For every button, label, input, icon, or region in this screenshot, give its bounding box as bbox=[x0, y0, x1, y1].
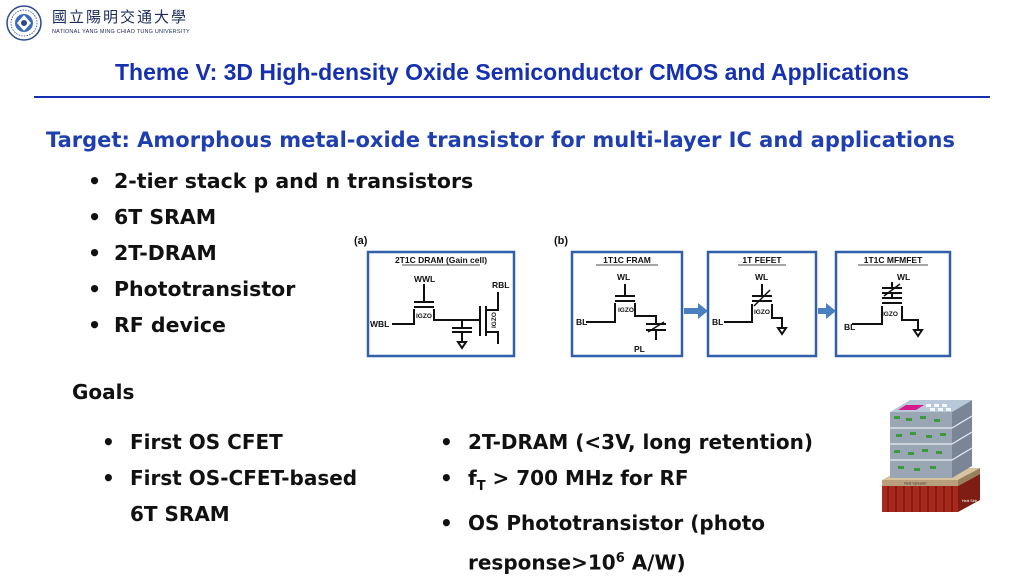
bullet-text: > 700 MHz for RF bbox=[485, 466, 689, 490]
list-item: • First OS CFET bbox=[102, 424, 357, 460]
bullet-text: 6T SRAM bbox=[114, 205, 217, 229]
list-item: • 6T SRAM bbox=[88, 204, 473, 240]
university-name-chinese: 國立陽明交通大學 bbox=[52, 8, 189, 26]
list-item: • 2T-DRAM bbox=[88, 240, 473, 276]
fefet-schematic bbox=[724, 284, 788, 336]
list-item: • Phototransistor bbox=[88, 276, 473, 312]
igzo-label: IGZO bbox=[754, 309, 770, 316]
bullet-text: response>10 bbox=[468, 550, 616, 575]
goals-right-list: • 2T-DRAM (<3V, long retention) • fT > 700… bbox=[440, 424, 813, 581]
bullet-text: 2-tier stack p and n transistors bbox=[114, 169, 474, 193]
wl-label: WL bbox=[755, 272, 768, 282]
fram-schematic bbox=[586, 284, 666, 340]
memory-cell-circuit-diagram: (a) (b) 2T1C DRAM (Gain cell) 1T1C FRAM … bbox=[354, 235, 952, 358]
bl-label: BL bbox=[712, 317, 723, 327]
device-layers bbox=[890, 400, 973, 478]
title-underline bbox=[34, 96, 990, 98]
heat-spreader-caption: Heat Spreader bbox=[904, 482, 928, 486]
bullet-icon: • bbox=[88, 205, 102, 229]
superscript: 6 bbox=[615, 551, 625, 566]
pl-label: PL bbox=[634, 344, 645, 354]
target-statement: Target: Amorphous metal-oxide transistor… bbox=[46, 128, 956, 152]
university-name-english: NATIONAL YANG MING CHIAO TUNG UNIVERSITY bbox=[52, 29, 190, 35]
bl-label: BL bbox=[576, 317, 587, 327]
wwl-label: WWL bbox=[414, 274, 435, 284]
bullet-text: 2T-DRAM bbox=[114, 241, 217, 265]
label-b: (b) bbox=[554, 235, 568, 247]
rbl-label: RBL bbox=[492, 280, 509, 290]
bullet-text: Phototransistor bbox=[114, 277, 296, 301]
list-item: • 2-tier stack p and n transistors bbox=[88, 168, 473, 204]
bullet-icon: • bbox=[440, 430, 453, 454]
bullet-text: 6T SRAM bbox=[130, 502, 230, 526]
bullet-icon: • bbox=[102, 430, 115, 454]
list-item: • fT > 700 MHz for RF bbox=[440, 460, 813, 505]
list-item: • RF device bbox=[88, 312, 473, 348]
bullet-text: A/W) bbox=[624, 550, 686, 575]
list-item: • First OS-CFET-based bbox=[102, 460, 357, 496]
fefet-title: 1T FEFET bbox=[742, 255, 782, 265]
panel-dram bbox=[366, 250, 516, 358]
subscript: T bbox=[476, 479, 486, 494]
panel-fefet bbox=[706, 250, 818, 358]
igzo-label: IGZO bbox=[882, 311, 898, 318]
label-a: (a) bbox=[354, 235, 368, 247]
list-item: • 2T-DRAM (<3V, long retention) bbox=[440, 424, 813, 460]
heat-sink-caption: Heat Sink bbox=[962, 499, 977, 503]
bullet-icon: • bbox=[440, 511, 453, 535]
bullet-icon: • bbox=[88, 169, 102, 193]
bullet-text: First OS-CFET-based bbox=[130, 466, 358, 490]
igzo-label: IGZO bbox=[618, 307, 634, 314]
bullet-text: f bbox=[468, 466, 477, 490]
bullet-text: OS Phototransistor (photo bbox=[468, 511, 765, 535]
list-item-continuation: 6T SRAM bbox=[102, 496, 357, 532]
bullet-icon: • bbox=[102, 466, 115, 490]
igzo-label: IGZO bbox=[416, 313, 432, 320]
bullet-icon: • bbox=[88, 277, 102, 301]
panel-fram bbox=[570, 250, 684, 358]
goals-heading: Goals bbox=[72, 380, 135, 404]
dram-schematic bbox=[392, 284, 499, 350]
list-item-continuation: response>106 A/W) bbox=[440, 541, 813, 581]
wl-label: WL bbox=[617, 272, 630, 282]
wbl-label: WBL bbox=[370, 319, 389, 329]
igzo-label: IGZO bbox=[491, 312, 498, 328]
university-logo bbox=[6, 5, 42, 41]
bullet-text: RF device bbox=[114, 313, 226, 337]
bl-label: BL bbox=[844, 322, 855, 332]
mfmfet-schematic bbox=[852, 282, 924, 338]
mfmfet-title: 1T1C MFMFET bbox=[864, 255, 923, 265]
target-bullet-list: • 2-tier stack p and n transistors • 6T SR… bbox=[88, 168, 473, 348]
list-item: • OS Phototransistor (photo bbox=[440, 505, 813, 541]
bullet-icon: • bbox=[440, 466, 453, 490]
goals-left-list: • First OS CFET • First OS-CFET-based 6T S… bbox=[102, 424, 357, 532]
bullet-icon: • bbox=[88, 241, 102, 265]
bullet-text: 2T-DRAM (<3V, long retention) bbox=[468, 430, 813, 454]
3d-stacked-chip-illustration: Heat Spreader Heat Sink bbox=[882, 400, 980, 512]
slide-title: Theme V: 3D High-density Oxide Semicondu… bbox=[114, 59, 910, 85]
wl-label: WL bbox=[897, 272, 910, 282]
bullet-text: First OS CFET bbox=[130, 430, 283, 454]
dram-title: 2T1C DRAM (Gain cell) bbox=[395, 255, 487, 265]
fram-title: 1T1C FRAM bbox=[603, 255, 651, 265]
bullet-icon: • bbox=[88, 313, 102, 337]
arrow-icon bbox=[684, 303, 836, 319]
